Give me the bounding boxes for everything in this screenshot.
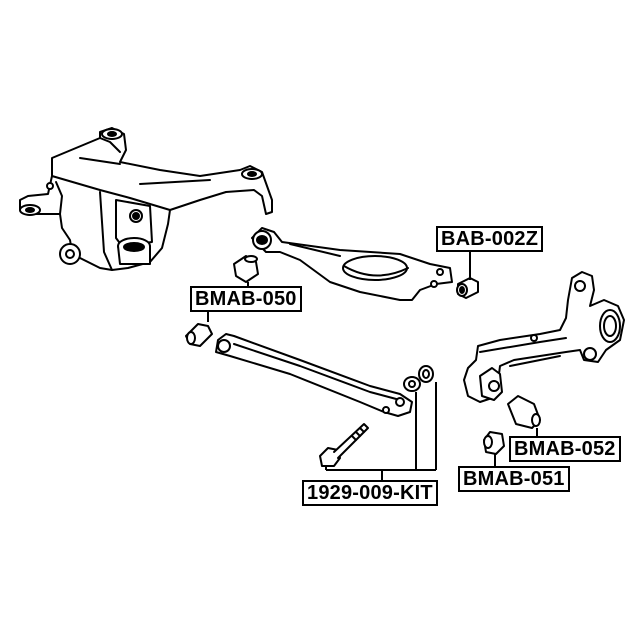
leader-lines bbox=[207, 250, 538, 480]
lateral-link-arm bbox=[215, 333, 413, 417]
part-label-bmab-050: BMAB-050 bbox=[190, 286, 302, 312]
bushing-bmab-051 bbox=[483, 431, 505, 455]
bushing-bmab-052 bbox=[507, 395, 541, 429]
subframe bbox=[19, 127, 273, 271]
lower-control-arm bbox=[251, 227, 453, 301]
part-label-bmab-051: BMAB-051 bbox=[458, 466, 570, 492]
bushing-bmab-050-upper bbox=[233, 255, 259, 283]
part-label-1929-009-kit: 1929-009-KIT bbox=[302, 480, 438, 506]
bushing-in-knuckle bbox=[479, 367, 503, 401]
rear-knuckle bbox=[463, 271, 625, 403]
bushing-bmab-050-lower bbox=[185, 323, 213, 347]
bushing-bab-002z bbox=[456, 277, 479, 299]
washers bbox=[403, 365, 434, 392]
part-label-bab-002z: BAB-002Z bbox=[436, 226, 544, 252]
bolt bbox=[319, 423, 369, 467]
part-label-bmab-052: BMAB-052 bbox=[509, 436, 621, 462]
